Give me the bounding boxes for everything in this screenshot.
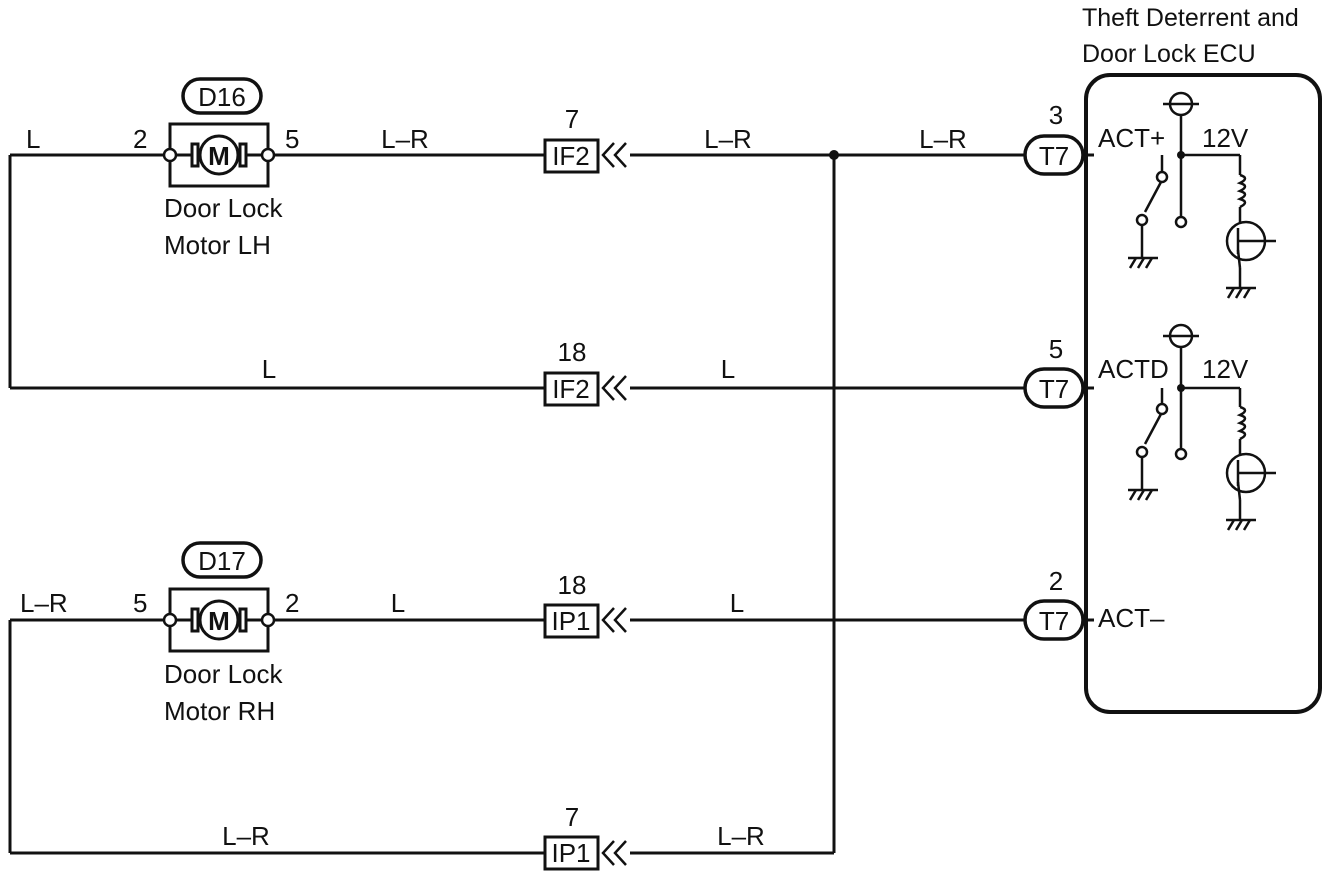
ecu-title-line1: Theft Deterrent and <box>1082 4 1299 32</box>
wire-label: L–R <box>222 821 270 851</box>
ecu-connector-t7-pin5: 5 T7 <box>1023 334 1085 409</box>
wire-label: L–R <box>20 588 68 618</box>
ecu-connector-label: T7 <box>1039 606 1069 636</box>
junction-connector-label: IP1 <box>551 838 590 868</box>
motor-rh-pin-left: 5 <box>133 588 147 618</box>
wire-label: L <box>721 354 735 384</box>
ecu-pin-number: 5 <box>1049 334 1063 364</box>
motor-lh-pin-left: 2 <box>133 124 147 154</box>
ecu-pin-number: 2 <box>1049 566 1063 596</box>
junction-connector-ip1-18: 18 IP1 <box>543 570 627 639</box>
wire-label: L <box>26 124 40 154</box>
ecu-signal-act-minus: ACT– <box>1098 603 1165 633</box>
connector-arrow-icon <box>601 142 627 168</box>
wire-label: L <box>262 354 276 384</box>
junction-pin: 7 <box>565 802 579 832</box>
motor-lh-name-line1: Door Lock <box>164 193 283 223</box>
junction-connector-label: IP1 <box>551 606 590 636</box>
junction-pin: 18 <box>558 337 587 367</box>
junction-connector-if2-7: 7 IF2 <box>543 104 627 174</box>
junction-connector-label: IF2 <box>552 141 590 171</box>
junction-pin: 7 <box>565 104 579 134</box>
ecu-connector-label: T7 <box>1039 141 1069 171</box>
connector-arrow-icon <box>601 375 627 401</box>
motor-lh-connector: D16 <box>198 82 246 112</box>
ecu-relay-circuit-1 <box>1128 91 1276 299</box>
door-lock-motor-lh: D16 M 2 5 Door Lock Motor LH <box>133 77 299 260</box>
junction-connector-if2-18: 18 IF2 <box>543 337 627 407</box>
connector-arrow-icon <box>601 607 627 633</box>
wire-label: L–R <box>919 124 967 154</box>
ecu-relay-circuit-2 <box>1128 323 1276 531</box>
connector-arrow-icon <box>601 840 627 866</box>
wire-label: L–R <box>704 124 752 154</box>
motor-rh-connector: D17 <box>198 546 246 576</box>
ecu-supply-12v: 12V <box>1202 123 1249 153</box>
motor-rh-name-line2: Motor RH <box>164 696 275 726</box>
motor-lh-symbol: M <box>208 141 230 171</box>
door-lock-motor-rh: D17 M 5 2 Door Lock Motor RH <box>133 541 299 726</box>
wire-label: L <box>391 588 405 618</box>
ecu-pin-number: 3 <box>1049 100 1063 130</box>
ecu-signal-act-plus: ACT+ <box>1098 123 1165 153</box>
ecu-connector-t7-pin3: 3 T7 <box>1023 100 1085 176</box>
junction-connector-ip1-7: 7 IP1 <box>543 802 627 871</box>
ecu-box <box>1084 73 1322 714</box>
motor-lh-name-line2: Motor LH <box>164 230 271 260</box>
motor-lh-pin-right: 5 <box>285 124 299 154</box>
wiring <box>8 153 1094 855</box>
ecu-title-line2: Door Lock ECU <box>1082 40 1256 68</box>
motor-rh-symbol: M <box>208 606 230 636</box>
junction-pin: 18 <box>558 570 587 600</box>
wire-label: L–R <box>381 124 429 154</box>
motor-rh-name-line1: Door Lock <box>164 659 283 689</box>
ecu-connector-label: T7 <box>1039 374 1069 404</box>
wire-label: L <box>730 588 744 618</box>
ecu-signal-actd: ACTD <box>1098 354 1169 384</box>
junction-connector-label: IF2 <box>552 374 590 404</box>
splice-node <box>829 150 839 160</box>
wire-label: L–R <box>717 821 765 851</box>
motor-rh-pin-right: 2 <box>285 588 299 618</box>
ecu-supply-12v: 12V <box>1202 354 1249 384</box>
ecu-connector-t7-pin2: 2 T7 <box>1023 566 1085 641</box>
